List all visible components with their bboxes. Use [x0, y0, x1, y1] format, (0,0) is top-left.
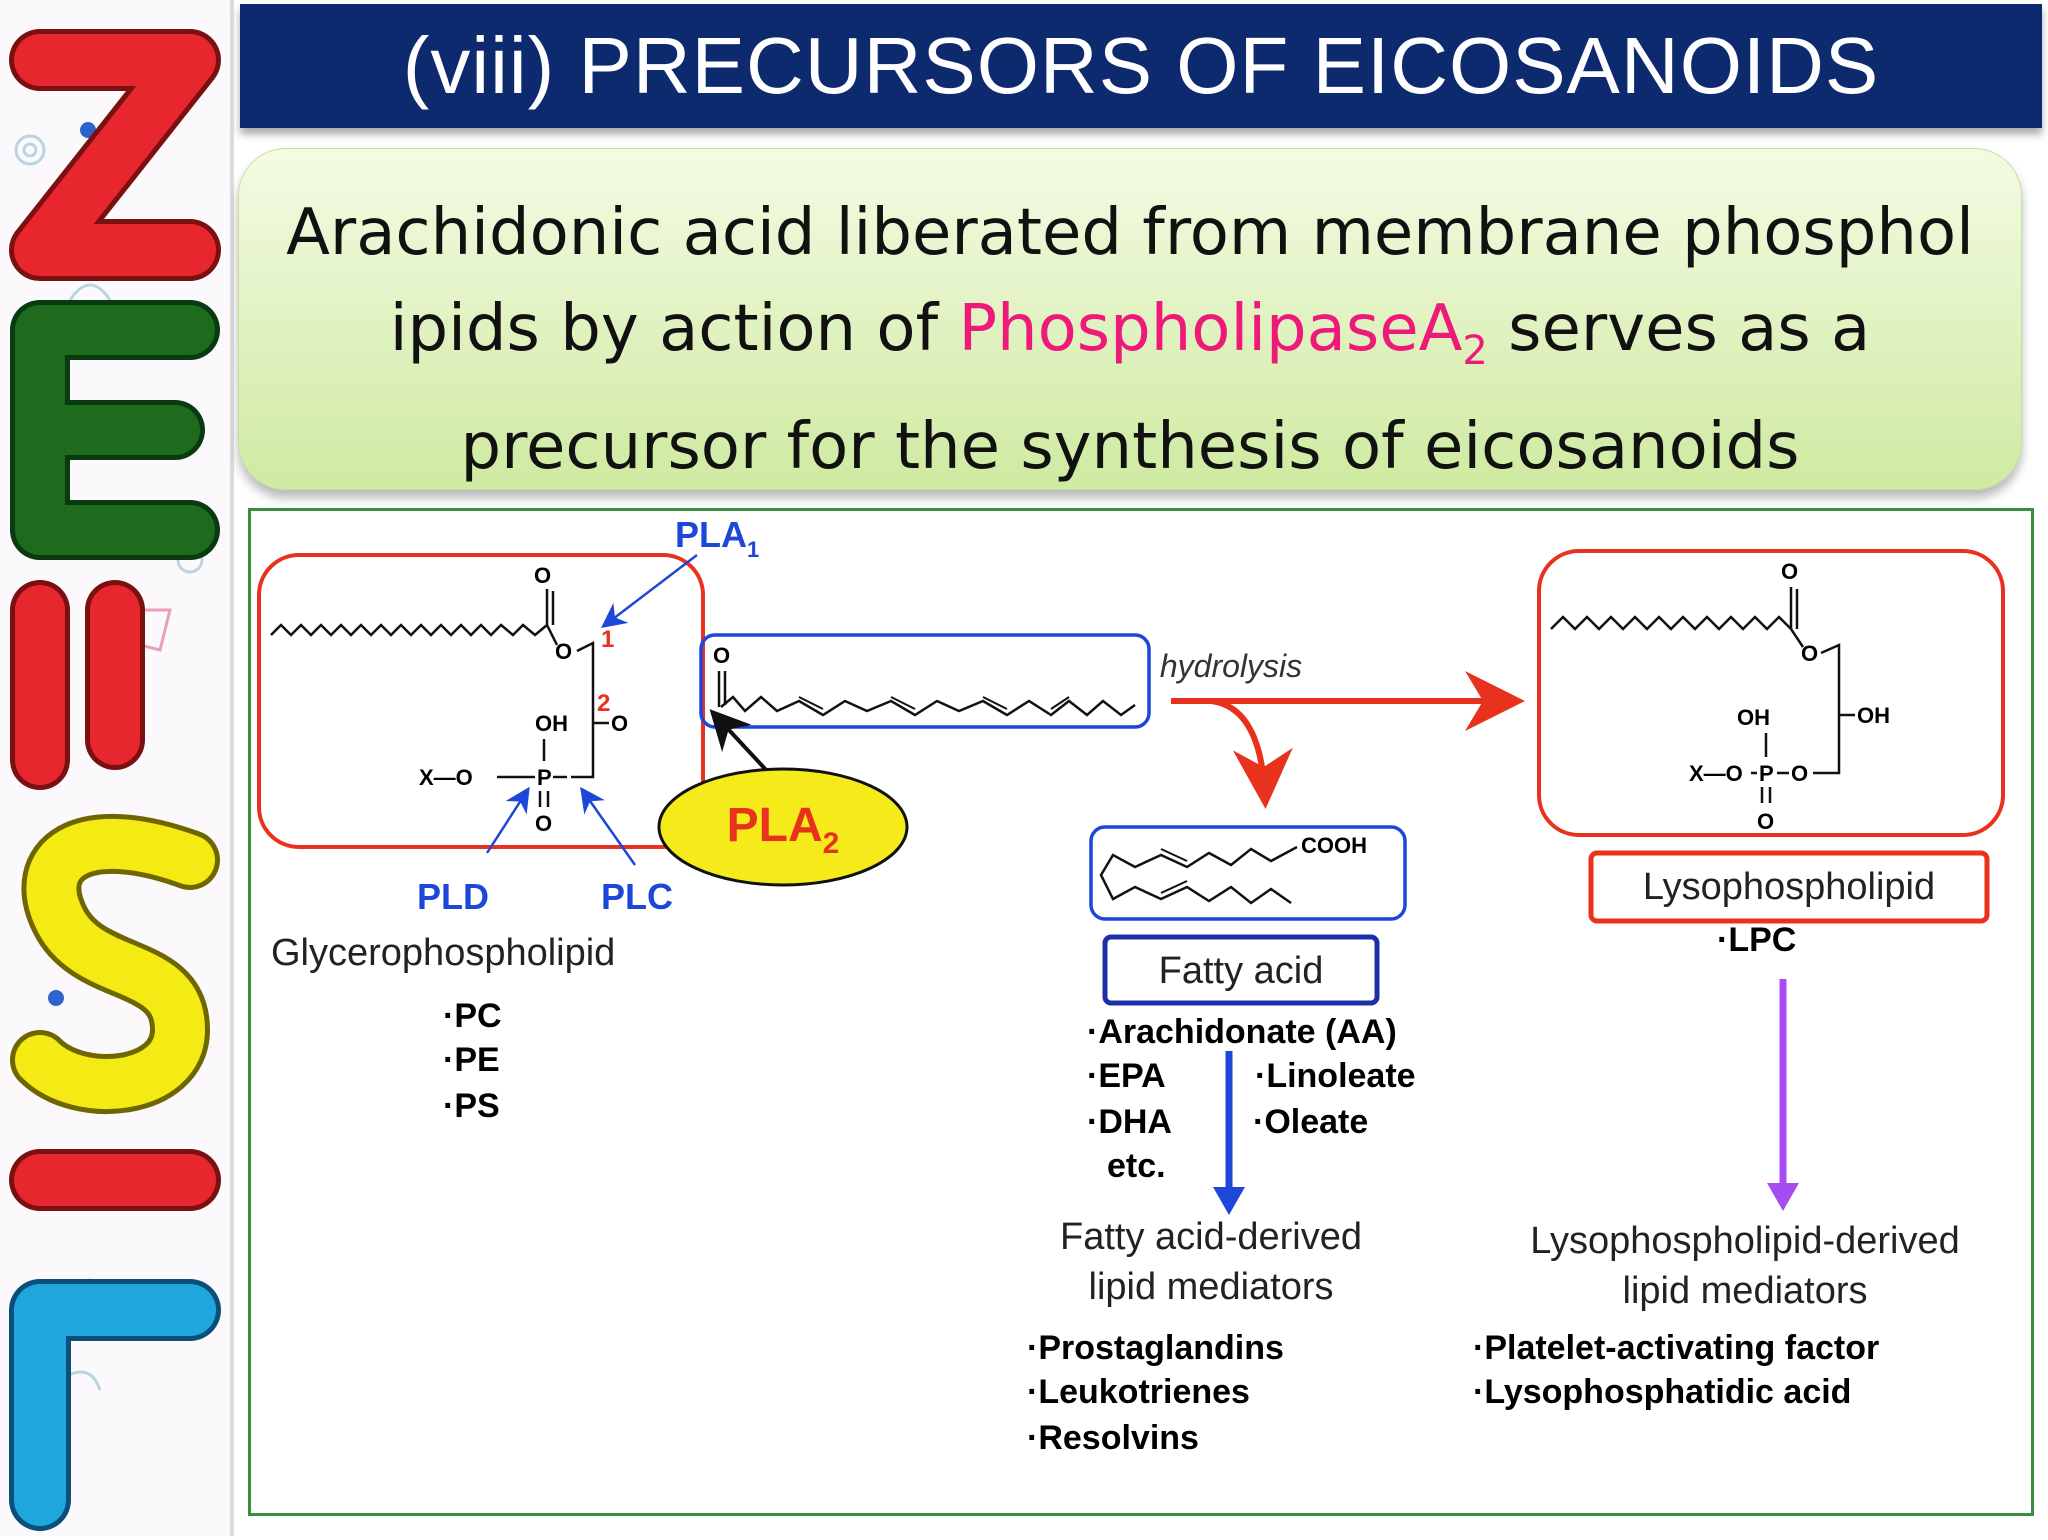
pla1-label: PLA1	[675, 514, 759, 562]
fatty-acid-item-linoleate: ·Linoleate	[1255, 1057, 1416, 1095]
fatty-acid-chain	[1099, 845, 1298, 905]
intro-highlight: PhospholipaseA	[958, 292, 1463, 366]
plc-arrow	[580, 786, 637, 866]
pla1-arrow	[601, 554, 698, 629]
letter-l-shape	[9, 1279, 221, 1531]
fatty-acid-item-aa: ·Arachidonate (AA)	[1087, 1013, 1397, 1051]
intro-text-after: serves as a precursor for the synthesis …	[460, 292, 1871, 484]
lyso-carbonyl-o: O	[1781, 559, 1798, 584]
lyso-glycerol-oh: OH	[1857, 703, 1890, 728]
listen-banner-graphic	[9, 29, 221, 1531]
bond-label-1: 1	[601, 626, 614, 653]
fa-mediator-prostaglandins: ·Prostaglandins	[1027, 1329, 1284, 1367]
letter-s-shape	[10, 814, 220, 1114]
intro-box: Arachidonic acid liberated from membrane…	[238, 148, 2022, 490]
letter-t-shape	[10, 580, 145, 790]
lyso-item-lpc: ·LPC	[1717, 921, 1796, 959]
pld-arrow	[485, 786, 530, 854]
glycero-p-o: O	[535, 811, 552, 836]
fatty-acid-item-epa: ·EPA	[1087, 1057, 1166, 1095]
pla1-text: PLA	[675, 514, 747, 555]
fa-mediator-resolvins: ·Resolvins	[1027, 1419, 1199, 1457]
fa-mediators-title-line1: Fatty acid-derived	[1060, 1216, 1362, 1258]
fatty-acid-item-etc: etc.	[1107, 1147, 1166, 1185]
listen-sidebar	[0, 0, 234, 1536]
sn1-acyl-chain	[270, 623, 548, 637]
lyso-acyl-chain	[1550, 615, 1792, 631]
glycerophospholipid-title: Glycerophospholipid	[271, 932, 615, 974]
fatty-acid-mediator-arrowhead	[1213, 1187, 1245, 1215]
fa-mediators-title-line2: lipid mediators	[1089, 1266, 1334, 1308]
glycero-item-pc: ·PC	[443, 997, 502, 1035]
hydrolysis-arrow-down	[1210, 698, 1293, 809]
lyso-x-o: X—O	[1689, 761, 1743, 786]
arachidonyl-carbonyl-o: O	[713, 643, 730, 668]
lyso-mediator-lpa: ·Lysophosphatidic acid	[1473, 1373, 1851, 1411]
fatty-acid-cooh: COOH	[1301, 833, 1367, 858]
pla1-sub: 1	[747, 537, 759, 562]
letter-n-shape	[9, 29, 221, 281]
lysophospholipid-label-box	[1588, 850, 1990, 924]
lyso-ester-o: O	[1801, 641, 1818, 666]
glycero-item-ps: ·PS	[443, 1087, 500, 1125]
fatty-acid-label-box	[1102, 934, 1380, 1006]
arachidonyl-chain-box	[699, 633, 1151, 729]
fatty-acid-item-oleate: ·Oleate	[1253, 1103, 1368, 1141]
glycerophospholipid-box	[257, 553, 705, 849]
intro-highlight-sub: 2	[1462, 327, 1488, 374]
fa-mediator-leukotrienes: ·Leukotrienes	[1027, 1373, 1250, 1411]
pla2-label: PLA2	[727, 799, 840, 860]
letter-e-shape	[10, 300, 220, 560]
glycero-x-o: X—O	[419, 765, 473, 790]
pla2-text: PLA	[727, 799, 823, 852]
glycero-oh: OH	[535, 711, 568, 736]
fatty-acid-title: Fatty acid	[1159, 950, 1324, 992]
page-title: (viii) PRECURSORS OF EICOSANOIDS	[402, 21, 1880, 110]
lyso-p: P	[1759, 761, 1774, 786]
lyso-mediator-paf: ·Platelet-activating factor	[1473, 1329, 1879, 1367]
lyso-mediator-arrowhead	[1767, 1183, 1799, 1211]
fatty-acid-structure-box	[1089, 825, 1407, 921]
pla2-sub: 2	[823, 827, 840, 860]
plc-label: PLC	[601, 876, 673, 917]
lyso-mediators-title-line2: lipid mediators	[1623, 1270, 1868, 1312]
lyso-mediators-title-line1: Lysophospholipid-derived	[1530, 1220, 1960, 1262]
glycero-ester-o2: O	[611, 711, 628, 736]
intro-text-before: Arachidonic acid liberated from membrane…	[286, 196, 1974, 366]
diagram-svg: O O 1 2 O OH X—O P O PLA1 O	[257, 514, 2005, 1457]
eicosanoid-diagram: O O 1 2 O OH X—O P O PLA1 O	[248, 508, 2034, 1516]
bond-label-2: 2	[597, 690, 610, 717]
glycero-p: P	[537, 765, 552, 790]
lyso-phosphate-oh: OH	[1737, 705, 1770, 730]
lyso-p-o: O	[1757, 809, 1774, 834]
hydrolysis-label: hydrolysis	[1160, 648, 1302, 684]
glycero-carbonyl-o: O	[534, 563, 551, 588]
lysophospholipid-box	[1537, 549, 2005, 837]
pld-label: PLD	[417, 876, 489, 917]
lyso-p-o-link: O	[1791, 761, 1808, 786]
lysophospholipid-title: Lysophospholipid	[1643, 866, 1935, 908]
glycero-ester-o1: O	[555, 639, 572, 664]
pla2-ellipse	[657, 767, 909, 887]
title-bar: (viii) PRECURSORS OF EICOSANOIDS	[240, 4, 2042, 128]
fatty-acid-item-dha: ·DHA	[1087, 1103, 1172, 1141]
glycero-item-pe: ·PE	[443, 1041, 500, 1079]
intro-text: Arachidonic acid liberated from membrane…	[259, 185, 2001, 495]
arachidonyl-chain	[720, 695, 1136, 717]
